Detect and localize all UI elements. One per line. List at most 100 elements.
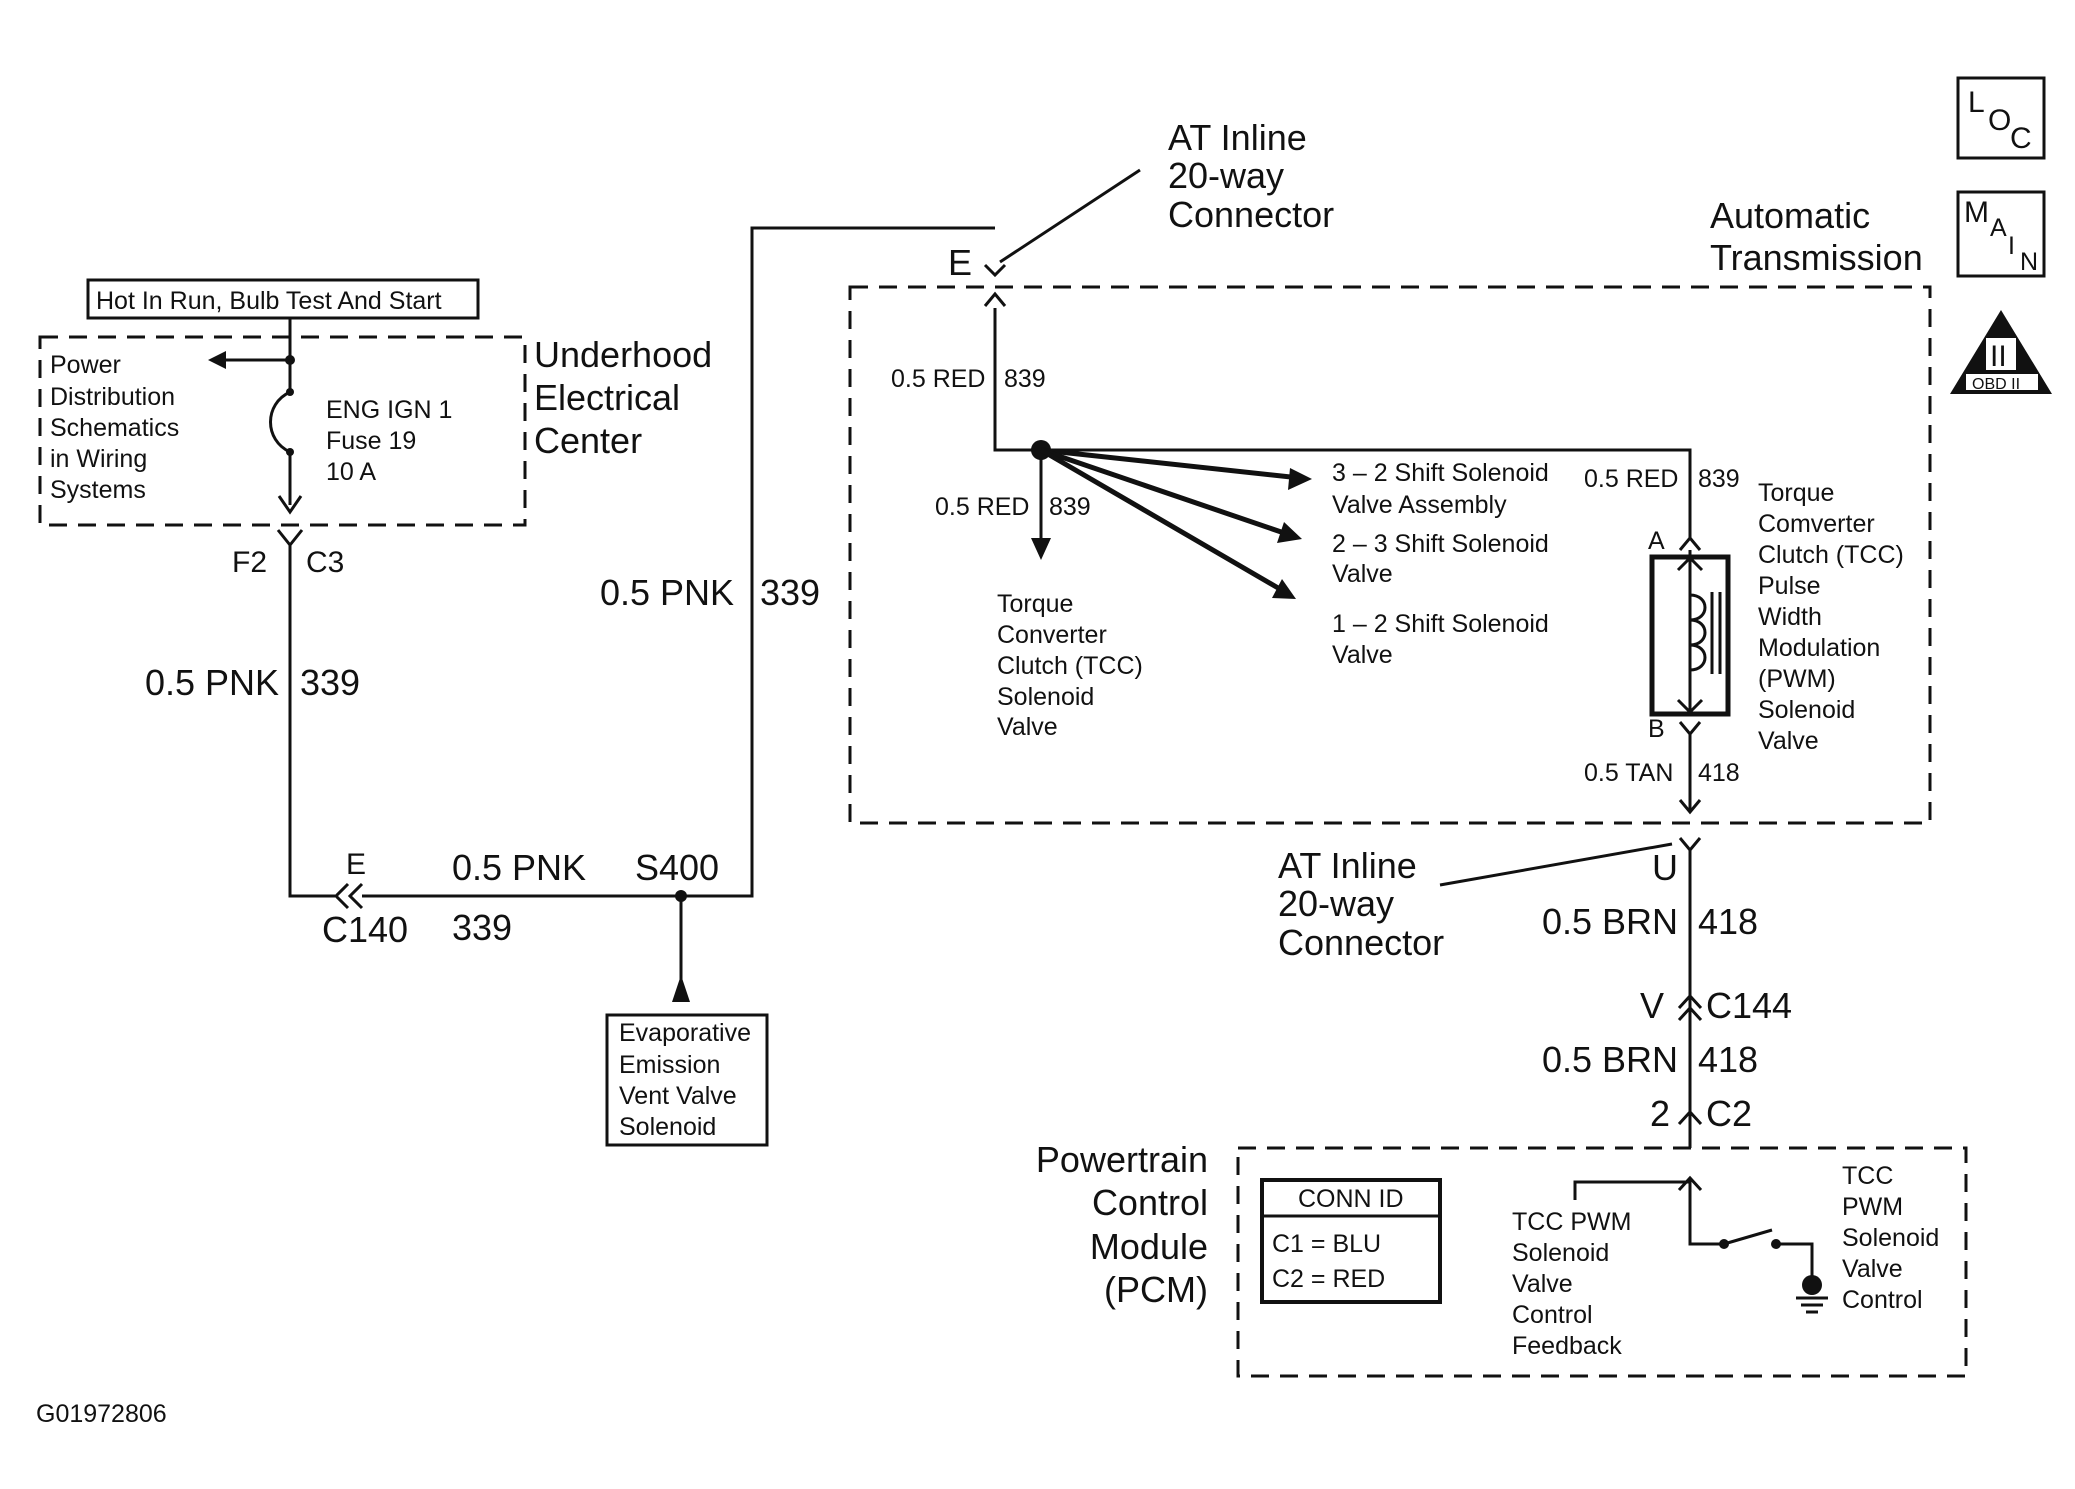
label-line: Valve xyxy=(1758,727,1819,755)
evap-line: Emission xyxy=(619,1051,720,1079)
wire-pnk-bottom-circuit: 339 xyxy=(452,907,512,948)
ground-icon xyxy=(1796,1296,1828,1314)
fuse-19-symbol xyxy=(269,360,292,505)
loc-icon[interactable]: L O C xyxy=(1956,76,2046,160)
ref-line: Power xyxy=(50,351,121,379)
label-line: Modulation xyxy=(1758,634,1880,662)
at-inline-bottom-pin: U xyxy=(1652,847,1678,888)
wire-pnk-left-color: 0.5 PNK xyxy=(145,662,279,703)
arrow-up-icon xyxy=(1677,1175,1703,1192)
label-line: 2 – 3 Shift Solenoid xyxy=(1332,530,1549,558)
wire-brn-lower-circuit: 418 xyxy=(1698,1039,1758,1080)
wire-red-tcc-circuit: 839 xyxy=(1049,493,1091,521)
title-line: Powertrain xyxy=(1036,1139,1208,1180)
label-line: 1 – 2 Shift Solenoid xyxy=(1332,610,1549,638)
at-inline-top-label: AT Inline 20-way Connector xyxy=(1168,117,1334,235)
leader-line xyxy=(1439,842,1673,887)
wire-to-12-solenoid xyxy=(1039,447,1287,595)
wire-tan-pwm-color: 0.5 TAN xyxy=(1584,759,1673,787)
arrow-up-icon xyxy=(1676,555,1704,572)
fuse-line: 10 A xyxy=(326,458,376,486)
main-icon-i: I xyxy=(2008,232,2015,260)
power-distribution-ref[interactable]: Power Distribution Schematics in Wiring … xyxy=(50,351,179,504)
connector-c144-pin: V xyxy=(1640,985,1664,1026)
hot-label: Hot In Run, Bulb Test And Start xyxy=(96,287,442,315)
shift-solenoid-23-label: 2 – 3 Shift Solenoid Valve xyxy=(1332,530,1549,588)
wire-pnk-mid-circuit: 339 xyxy=(760,572,820,613)
arrow-up-icon xyxy=(983,291,1007,307)
pcm-title: Powertrain Control Module (PCM) xyxy=(1036,1139,1208,1310)
evap-line: Evaporative xyxy=(619,1019,751,1047)
ref-line: Distribution xyxy=(50,383,175,411)
at-inline-top-pin: E xyxy=(948,242,972,283)
title-line: Electrical xyxy=(534,377,680,418)
label-line: Pulse xyxy=(1758,572,1821,600)
arrow-down-icon xyxy=(1031,538,1051,560)
switch-blade-icon xyxy=(1723,1228,1773,1246)
wire-red-pwm-color: 0.5 RED xyxy=(1584,465,1678,493)
label-line: Clutch (TCC) xyxy=(997,652,1143,680)
at-inline-bottom-label: AT Inline 20-way Connector xyxy=(1278,845,1444,963)
evap-line: Vent Valve xyxy=(619,1082,737,1110)
label-line: Valve xyxy=(1332,641,1393,669)
label-line: Torque xyxy=(1758,479,1834,507)
underhood-electrical-center-box xyxy=(38,335,527,527)
arrow-up-icon xyxy=(672,975,690,1002)
label-line: Valve xyxy=(1512,1270,1573,1298)
main-icon-a: A xyxy=(1990,214,2007,242)
wire-pnk-left-circuit: 339 xyxy=(300,662,360,703)
connector-c3-pin: F2 xyxy=(232,546,267,579)
wire-red-in-color: 0.5 RED xyxy=(891,365,985,393)
at-inline-top-connector-symbol xyxy=(983,263,1007,278)
wire-to-23-solenoid xyxy=(1040,447,1291,538)
pwm-pin-b: B xyxy=(1648,715,1665,743)
pcm-internal-wire xyxy=(1688,1178,1722,1246)
fuse-node-icon xyxy=(286,448,294,456)
conn-id-table: CONN ID C1 = BLU C2 = RED xyxy=(1260,1178,1442,1304)
fuse-label: ENG IGN 1 Fuse 19 10 A xyxy=(326,396,452,486)
label-line: Torque xyxy=(997,590,1073,618)
label-line: PWM xyxy=(1842,1193,1903,1221)
tcc-pwm-solenoid-label: Torque Comverter Clutch (TCC) Pulse Widt… xyxy=(1758,479,1904,755)
title-line: Center xyxy=(534,420,642,461)
evap-line: Solenoid xyxy=(619,1113,716,1141)
automatic-transmission-box xyxy=(848,285,1932,825)
title-line: Transmission xyxy=(1710,237,1923,278)
connector-c144-id: C144 xyxy=(1706,985,1792,1026)
at-inline-bottom-connector-symbol xyxy=(1678,837,1702,853)
wire-pnk-mid xyxy=(362,226,995,898)
label-line: AT Inline xyxy=(1278,845,1417,886)
label-line: Comverter xyxy=(1758,510,1875,538)
wire-pnk-left xyxy=(288,545,335,898)
label-line: 20-way xyxy=(1168,155,1284,196)
pwm-pin-a: A xyxy=(1648,527,1665,555)
leader-line xyxy=(999,168,1141,264)
transmission-title: Automatic Transmission xyxy=(1710,195,1923,278)
connector-c3-id: C3 xyxy=(306,546,344,579)
connector-c140-id: C140 xyxy=(322,909,408,950)
ground-wire xyxy=(1776,1242,1814,1280)
conn-id-row: C1 = BLU xyxy=(1272,1230,1381,1258)
connector-c140-symbol xyxy=(333,882,364,910)
label-line: Solenoid xyxy=(1758,696,1855,724)
loc-icon-c: C xyxy=(2010,122,2032,155)
shift-solenoid-32-label: 3 – 2 Shift Solenoid Valve Assembly xyxy=(1332,459,1549,519)
label-line: TCC PWM xyxy=(1512,1208,1631,1236)
shift-solenoid-12-label: 1 – 2 Shift Solenoid Valve xyxy=(1332,610,1549,669)
fuse-node-icon xyxy=(286,388,294,396)
obd-ii-icon[interactable]: II OBD II xyxy=(1950,310,2052,394)
tcc-solenoid-label: Torque Converter Clutch (TCC) Solenoid V… xyxy=(997,590,1143,741)
arrow-down-icon xyxy=(1678,799,1702,815)
label-line: Feedback xyxy=(1512,1332,1622,1360)
label-line: Valve Assembly xyxy=(1332,491,1507,519)
wire-red-in-circuit: 839 xyxy=(1004,365,1046,393)
arrow-right-icon xyxy=(1277,522,1302,543)
evap-vent-solenoid-box[interactable]: Evaporative Emission Vent Valve Solenoid xyxy=(605,1013,769,1147)
pcm-box xyxy=(1236,1146,1968,1378)
main-icon[interactable]: M A I N xyxy=(1956,190,2046,278)
conn-id-header: CONN ID xyxy=(1298,1185,1404,1213)
main-icon-n: N xyxy=(2020,248,2038,276)
title-line: Control xyxy=(1092,1182,1208,1223)
wire-brn-lower-color: 0.5 BRN xyxy=(1542,1039,1678,1080)
title-line: Module xyxy=(1090,1226,1208,1267)
